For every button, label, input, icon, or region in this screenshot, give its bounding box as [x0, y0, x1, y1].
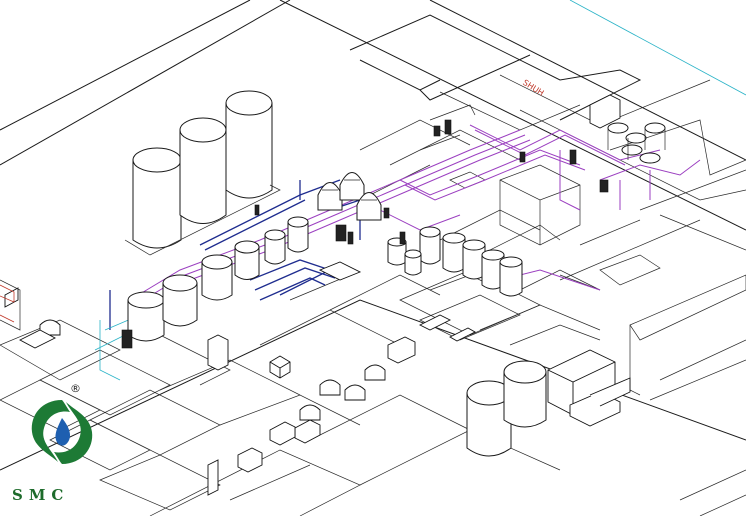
purple-pipe-network — [129, 124, 701, 311]
filling-equipment — [0, 261, 476, 496]
upper-rooms — [419, 104, 581, 246]
silo-5 — [503, 360, 547, 428]
reactor-domes — [317, 172, 382, 221]
silo-3 — [225, 90, 273, 199]
heat-exchangers — [121, 119, 609, 349]
process-tanks-left — [127, 216, 309, 342]
smc-logo-icon — [31, 400, 93, 464]
silo-4 — [466, 380, 512, 457]
silo-2 — [179, 117, 227, 224]
silo-1 — [132, 147, 182, 249]
cyan-lines — [94, 0, 746, 381]
tank-cluster-top-right — [589, 94, 666, 164]
bottom-right-silos — [466, 349, 631, 457]
logo-brand-text: SMC — [12, 486, 70, 504]
left-edge-markers — [0, 284, 15, 323]
process-tanks-right — [387, 226, 523, 297]
storage-silos — [124, 90, 281, 256]
registered-mark: ® — [70, 382, 81, 395]
